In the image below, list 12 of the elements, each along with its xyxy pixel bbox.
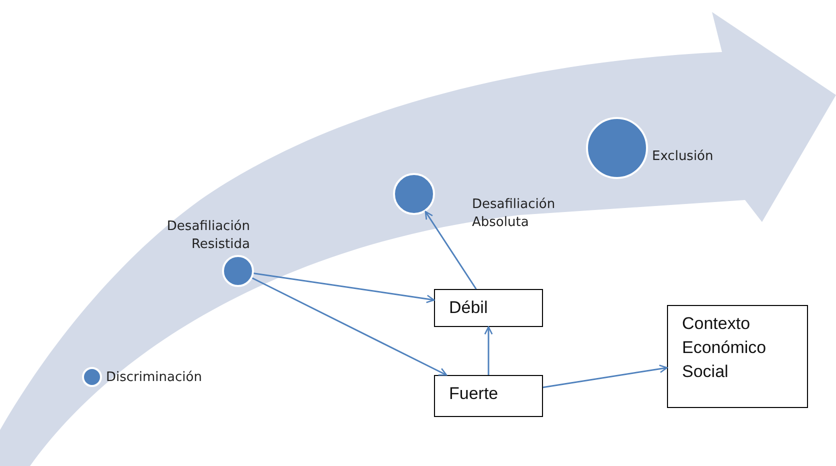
stage-label: Desafiliación Resistida [166, 218, 250, 254]
arrow [542, 364, 668, 388]
arrow [254, 272, 435, 304]
arrow [252, 277, 448, 376]
stage-label: Discriminación [106, 369, 203, 387]
stage-label: Desafiliación Absoluta [472, 196, 556, 232]
text-box: Fuerte [434, 375, 543, 417]
stage-label: Exclusión [652, 148, 714, 166]
arrow [424, 210, 477, 290]
text-box: Contexto Económico Social [667, 305, 808, 408]
text-box: Débil [434, 289, 543, 327]
arrow [484, 326, 493, 375]
